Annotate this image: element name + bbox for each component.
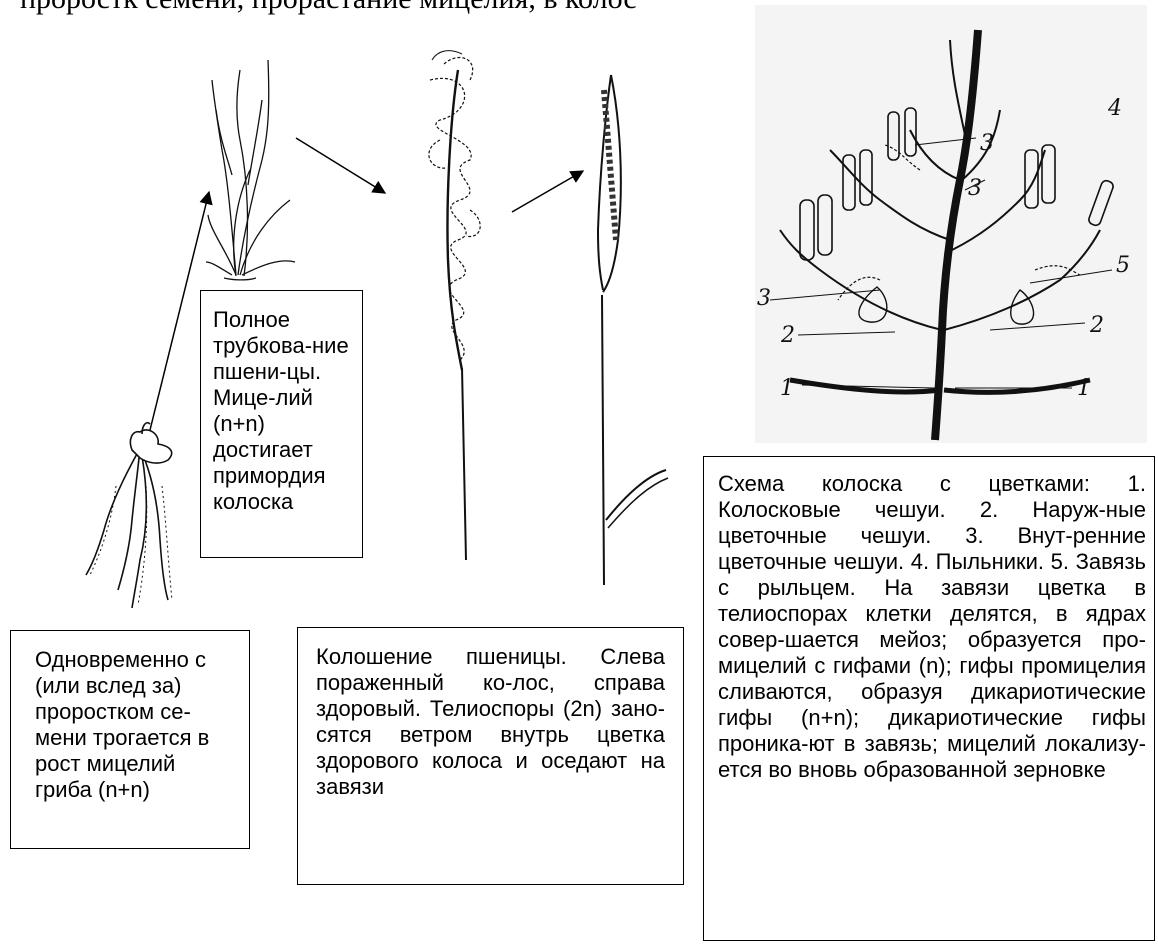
heading-caption-box: Колошение пшеницы. Слева пораженный ко-л… [297, 627, 684, 885]
diseased-ear-drawing [429, 51, 480, 560]
heading-caption-text: Колошение пшеницы. Слева пораженный ко-л… [316, 644, 665, 800]
label-1-right: 1 [1077, 376, 1091, 401]
germination-caption-box: Одновременно с (или вслед за) проростком… [10, 630, 250, 849]
tillering-caption-box: Полное трубкова-ние пшени-цы. Мице-лий (… [200, 290, 363, 558]
label-3-mid: 3 [968, 176, 982, 201]
germinating-seed-drawing [86, 423, 172, 608]
tillering-caption-text: Полное трубкова-ние пшени-цы. Мице-лий (… [213, 307, 354, 515]
label-3-top: 3 [980, 131, 994, 156]
arrow-diseased-to-healthy-ear [512, 171, 583, 212]
spikelet-schema-drawing [770, 30, 1115, 440]
young-wheat-plant-drawing [206, 60, 295, 280]
label-4: 4 [1107, 96, 1122, 121]
label-1-left: 1 [780, 376, 794, 401]
arrow-plant-to-diseased-ear [296, 138, 385, 193]
schema-caption-box: Схема колоска с цветками: 1. Колосковые … [703, 456, 1155, 941]
label-5: 5 [1116, 253, 1130, 278]
healthy-ear-drawing [598, 75, 668, 585]
germination-caption-text: Одновременно с (или вслед за) проростком… [35, 647, 237, 803]
label-2-left: 2 [780, 323, 795, 348]
label-3-left: 3 [757, 286, 771, 311]
label-2-right: 2 [1089, 313, 1104, 338]
schema-caption-text: Схема колоска с цветками: 1. Колосковые … [718, 471, 1146, 783]
